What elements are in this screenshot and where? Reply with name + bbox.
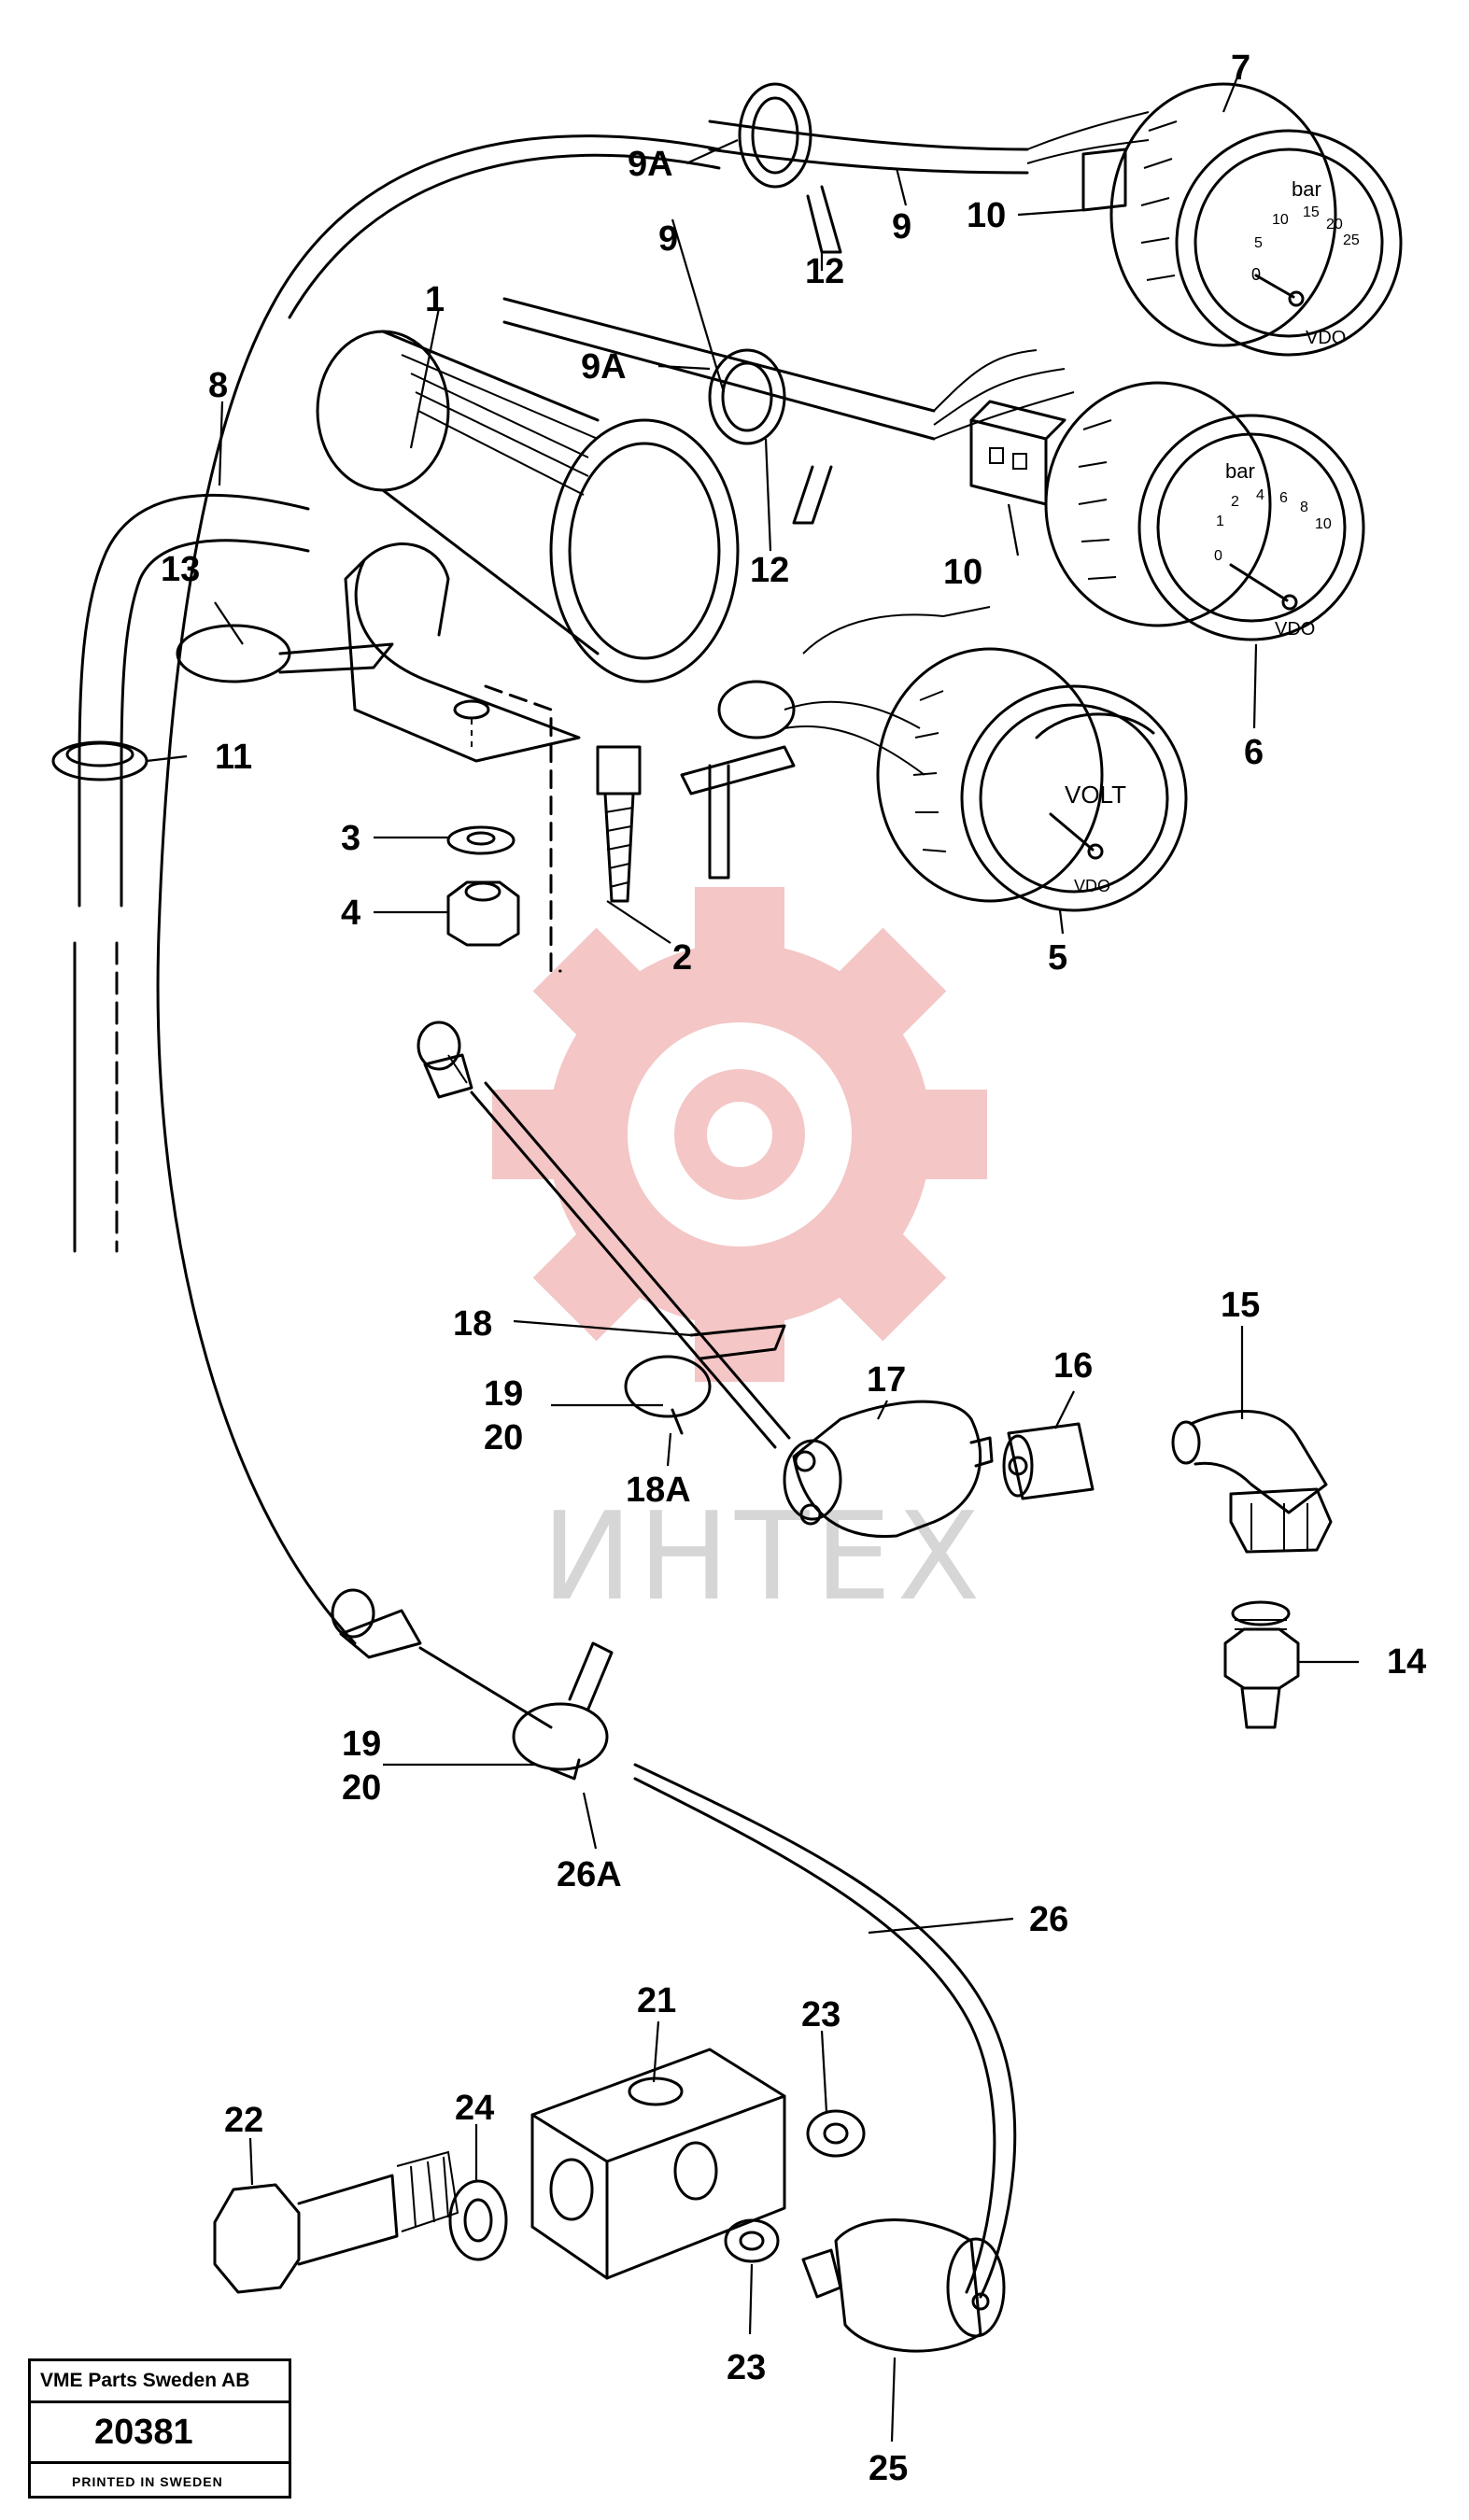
callout-23-lower: 23 bbox=[727, 2348, 766, 2387]
nipple-14 bbox=[1223, 1600, 1300, 1729]
callout-12-middle: 12 bbox=[750, 551, 789, 590]
pressure-gauge-6: bar 0 1 2 4 6 8 10 VDO bbox=[1044, 381, 1365, 641]
callout-5: 5 bbox=[1048, 938, 1067, 978]
gauge7-scale-1: 5 bbox=[1254, 235, 1263, 251]
gauge6-brand: VDO bbox=[1275, 619, 1315, 640]
gauge6-scale-6: 10 bbox=[1315, 516, 1332, 532]
callout-19-upper: 19 bbox=[484, 1374, 523, 1414]
drawing-stamp: VME Parts Sweden AB 20381 PRINTED IN SWE… bbox=[28, 2358, 291, 2499]
callout-10-upper: 10 bbox=[967, 196, 1006, 235]
cable-9-middle bbox=[502, 297, 1075, 445]
stamp-company: VME Parts Sweden AB bbox=[31, 2361, 289, 2403]
connector-10-top bbox=[1081, 148, 1127, 212]
cable-8 bbox=[156, 134, 721, 1645]
callout-7: 7 bbox=[1231, 49, 1250, 88]
callout-labels: 1 2 3 4 5 6 7 8 9 9 9A 9A 10 10 11 12 12… bbox=[161, 49, 1426, 2488]
callout-9A-middle: 9A bbox=[581, 347, 627, 387]
callout-14: 14 bbox=[1387, 1642, 1426, 1682]
callout-19-lower: 19 bbox=[342, 1725, 381, 1764]
clamp-26A bbox=[512, 1641, 614, 1781]
callout-18A: 18A bbox=[626, 1471, 691, 1510]
callout-25: 25 bbox=[869, 2449, 908, 2488]
gauge7-unit: bar bbox=[1292, 177, 1321, 201]
fitting-lower bbox=[331, 1588, 422, 1659]
callout-22: 22 bbox=[224, 2101, 263, 2140]
voltmeter-face-label: VOLT bbox=[1065, 781, 1126, 809]
gauge7-scale-5: 25 bbox=[1343, 232, 1360, 248]
callout-13: 13 bbox=[161, 550, 200, 589]
voltmeter-5: VOLT VDO bbox=[784, 606, 1188, 912]
cable-18 bbox=[470, 1081, 791, 1449]
callout-24: 24 bbox=[455, 2089, 494, 2128]
gauge7-brand: VDO bbox=[1306, 328, 1346, 348]
callout-26: 26 bbox=[1029, 1900, 1068, 1939]
sender-17 bbox=[783, 1400, 994, 1539]
callout-9A-upper: 9A bbox=[628, 145, 673, 184]
washer-3 bbox=[446, 825, 516, 855]
gauge6-scale-5: 8 bbox=[1300, 500, 1308, 515]
hose-11 bbox=[51, 493, 310, 1253]
gauge7-scale-4: 20 bbox=[1326, 217, 1343, 232]
cable-tie-13 bbox=[176, 624, 394, 683]
stamp-number: 20381 bbox=[31, 2403, 289, 2464]
bolt-22 bbox=[213, 2150, 459, 2294]
cable-26 bbox=[418, 1646, 1017, 2299]
callout-9-upper: 9 bbox=[892, 207, 911, 246]
callout-6: 6 bbox=[1244, 733, 1264, 772]
gauge6-scale-3: 4 bbox=[1256, 487, 1264, 503]
callout-15: 15 bbox=[1221, 1286, 1260, 1325]
watermark-gear bbox=[492, 887, 987, 1382]
callout-4: 4 bbox=[341, 894, 360, 933]
callout-2: 2 bbox=[672, 938, 692, 978]
cable-tie-12-lower bbox=[680, 680, 796, 880]
voltmeter-brand: VDO bbox=[1074, 877, 1110, 895]
callout-26A: 26A bbox=[557, 1855, 622, 1894]
callout-9-middle: 9 bbox=[658, 219, 678, 259]
callout-18: 18 bbox=[453, 1304, 492, 1344]
watermark-text: ИНТЕХ bbox=[542, 1485, 986, 1627]
washer-24 bbox=[448, 2179, 508, 2261]
fitting-upper bbox=[417, 1021, 473, 1099]
pressure-gauge-7: bar 0 5 10 15 20 25 VDO bbox=[1109, 82, 1403, 357]
sender-25 bbox=[801, 2218, 1006, 2353]
callout-16: 16 bbox=[1053, 1346, 1093, 1386]
gauge6-scale-1: 1 bbox=[1216, 514, 1224, 529]
connector-10-middle bbox=[969, 400, 1066, 506]
cable-9-top bbox=[708, 82, 1150, 254]
callout-23-upper: 23 bbox=[801, 1995, 840, 2034]
block-21 bbox=[530, 2048, 786, 2280]
callout-3: 3 bbox=[341, 819, 360, 858]
gauge6-scale-2: 2 bbox=[1231, 494, 1239, 510]
elbow-15 bbox=[1171, 1410, 1333, 1554]
callout-10-middle: 10 bbox=[943, 553, 982, 592]
callout-12-upper: 12 bbox=[805, 252, 844, 291]
screw-2 bbox=[596, 745, 642, 903]
cable-tie-12-upper bbox=[792, 465, 833, 525]
callout-20-lower: 20 bbox=[342, 1768, 381, 1808]
gauge7-scale-3: 15 bbox=[1303, 204, 1320, 220]
callout-21: 21 bbox=[637, 1981, 676, 2020]
callout-8: 8 bbox=[208, 366, 228, 405]
washer-23-lower bbox=[724, 2218, 780, 2263]
gauge7-scale-2: 10 bbox=[1272, 212, 1289, 228]
adapter-16 bbox=[1002, 1422, 1095, 1500]
washer-23-upper bbox=[806, 2109, 866, 2158]
callout-1: 1 bbox=[425, 280, 445, 319]
gauge6-scale-4: 6 bbox=[1279, 490, 1288, 506]
callout-20-upper: 20 bbox=[484, 1418, 523, 1457]
gauge6-unit: bar bbox=[1225, 459, 1255, 483]
callout-17: 17 bbox=[867, 1360, 906, 1400]
nut-4 bbox=[446, 880, 520, 947]
instrument-housing bbox=[316, 330, 740, 973]
gauge6-scale-0: 0 bbox=[1214, 548, 1222, 564]
callout-11: 11 bbox=[215, 738, 252, 777]
stamp-printed: PRINTED IN SWEDEN bbox=[72, 2474, 223, 2489]
leader-lines bbox=[146, 64, 1359, 2443]
